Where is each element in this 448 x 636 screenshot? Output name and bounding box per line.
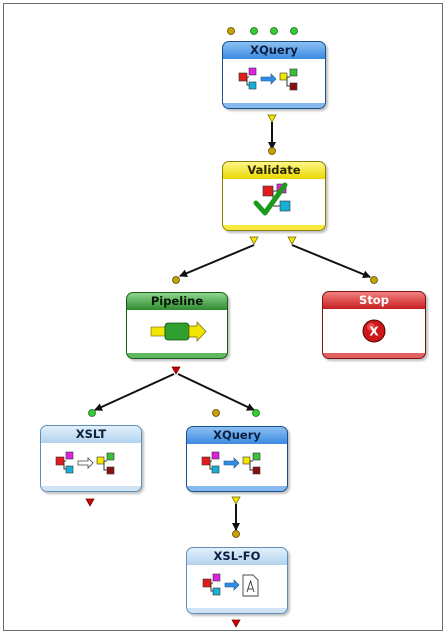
stop-symbol: X	[369, 325, 379, 339]
document-icon	[242, 574, 259, 597]
node-xslt[interactable]: XSLT	[40, 425, 142, 492]
node-body	[127, 310, 227, 353]
node-validate[interactable]: Validate	[222, 161, 326, 231]
xml-transform-icon	[238, 67, 298, 91]
stop-icon: X	[362, 319, 386, 343]
node-title: XSLT	[41, 426, 141, 443]
node-footer	[187, 608, 287, 613]
node-xquery[interactable]: XQuery	[186, 426, 288, 492]
node-body: X	[323, 309, 425, 353]
xsl-fo-icon	[202, 573, 259, 597]
node-title: Validate	[223, 162, 325, 179]
node-body	[223, 59, 325, 103]
validate-check-icon	[253, 182, 291, 216]
node-body	[187, 444, 287, 486]
node-footer	[223, 103, 325, 108]
node-title: XSL-FO	[187, 548, 287, 565]
node-body	[223, 179, 325, 225]
pipeline-icon	[150, 321, 207, 342]
node-title: XQuery	[223, 42, 325, 59]
node-stop[interactable]: Stop X	[322, 291, 426, 359]
node-title: Pipeline	[127, 293, 227, 310]
node-pipeline[interactable]: Pipeline	[126, 292, 228, 359]
node-footer	[41, 486, 141, 491]
node-footer	[187, 486, 287, 491]
node-title: Stop	[323, 292, 425, 309]
node-title: XQuery	[187, 427, 287, 444]
xml-transform-icon	[201, 451, 261, 475]
node-xquery[interactable]: XQuery	[222, 41, 326, 109]
node-footer	[323, 353, 425, 358]
node-footer	[223, 225, 325, 230]
xslt-transform-icon	[55, 451, 115, 475]
node-body	[41, 443, 141, 486]
node-body	[187, 565, 287, 608]
node-xsl-fo[interactable]: XSL-FO	[186, 547, 288, 614]
node-footer	[127, 353, 227, 358]
